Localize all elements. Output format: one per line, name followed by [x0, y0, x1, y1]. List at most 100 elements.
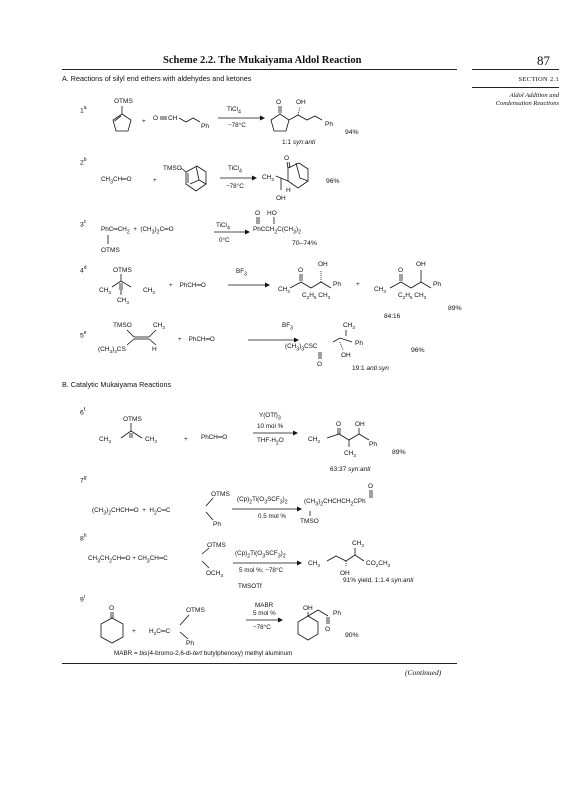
svg-text:O: O [368, 483, 373, 490]
reagent: TiCl4 [228, 165, 242, 175]
svg-text:OTMS: OTMS [114, 98, 133, 105]
svg-text:Ph: Ph [201, 123, 209, 130]
svg-text:CH3: CH3 [262, 174, 274, 182]
conditions: 0°C [219, 237, 230, 244]
svg-text:OH: OH [303, 605, 313, 612]
side-subtitle-2: Condensation Reactions [495, 100, 559, 107]
conditions: 5 mol % [253, 610, 276, 617]
reactant-3: PhC═CH2 + (CH3)2C═O [101, 226, 174, 236]
conditions: 0.5 mol % [258, 513, 286, 520]
temperature: −78°C [253, 624, 271, 631]
yield: 96% [326, 178, 340, 185]
entry-number: 4d [80, 265, 87, 275]
svg-text:CH3: CH3 [343, 322, 355, 330]
entry-number: 2b [80, 157, 87, 167]
svg-text:Ph: Ph [369, 441, 377, 448]
side-rule-2 [472, 87, 559, 88]
product-7: (CH3)2CHCHCH2CPh [304, 498, 366, 508]
svg-text:O: O [336, 421, 341, 428]
svg-text:O: O [298, 267, 303, 274]
svg-text:Ph: Ph [433, 281, 441, 288]
reagent: (Cp)2Ti(O3SCF3)2 [235, 550, 286, 560]
svg-text:(CH3)3CS: (CH3)3CS [98, 346, 126, 354]
svg-text:Ph: Ph [333, 610, 341, 617]
svg-text:CH3: CH3 [153, 322, 165, 330]
section-a-title: A. Reactions of silyl end ethers with al… [62, 74, 252, 83]
svg-text:+: + [356, 281, 360, 288]
svg-text:CH: CH [168, 115, 178, 122]
svg-text:O: O [153, 115, 158, 122]
svg-text:CH3: CH3 [117, 297, 129, 305]
svg-text:Ph: Ph [325, 121, 333, 128]
svg-text:TMSO: TMSO [113, 322, 132, 329]
continued-label: (Continued) [405, 668, 442, 677]
reagent: BF3 [236, 268, 247, 278]
ratio: 19:1 anti:syn [352, 365, 389, 372]
svg-text:OTMS: OTMS [123, 416, 142, 423]
additive: TMSOTf [238, 583, 262, 590]
ratio: 84:16 [384, 313, 401, 320]
svg-text:C2H5 CH3: C2H5 CH3 [302, 292, 331, 300]
svg-text:CH3: CH3 [374, 286, 386, 294]
reagent: TiCl4 [227, 106, 241, 116]
conditions: 5 mol %; −78°C [239, 567, 283, 574]
scheme-title: Scheme 2.2. The Mukaiyama Aldol Reaction [163, 55, 362, 66]
svg-text:CO2CH3: CO2CH3 [366, 560, 391, 568]
svg-text:Ph: Ph [186, 640, 194, 647]
side-rule [472, 69, 559, 70]
side-subtitle-1: Aldol Addition and [509, 92, 559, 99]
yield: 70–74% [292, 240, 317, 247]
side-section: SECTION 2.1 [518, 76, 559, 83]
svg-text:CH3: CH3 [344, 450, 356, 458]
svg-text:+: + [184, 436, 188, 443]
conditions: −78°C [226, 183, 244, 190]
yield: 91% yield, 1:1.4 syn:anti [343, 577, 414, 584]
yield: 96% [411, 347, 425, 354]
svg-text:O: O [109, 605, 114, 612]
yield: 94% [345, 129, 359, 136]
svg-text:C2H5 CH3: C2H5 CH3 [398, 292, 427, 300]
entry-number: 6f [80, 407, 86, 417]
solvent: THF-H2O [257, 437, 284, 447]
svg-text:Ph: Ph [355, 340, 363, 347]
svg-text:OH: OH [341, 352, 351, 359]
bottom-rule [62, 663, 457, 664]
reagent: Y(OTf)3 [259, 412, 281, 422]
reactant-ethanal: CH3CH═O [101, 176, 132, 186]
svg-text:OTMS: OTMS [207, 542, 226, 549]
conditions: 10 mol % [257, 423, 284, 430]
svg-text:CH3: CH3 [143, 287, 155, 295]
svg-text:O: O [317, 361, 322, 368]
reagent: BF3 [282, 322, 293, 332]
svg-text:O: O [255, 210, 260, 217]
svg-text:H: H [152, 346, 157, 353]
svg-text:OTMS: OTMS [186, 607, 205, 614]
svg-text:OH: OH [340, 570, 350, 577]
entry-number: 8h [80, 533, 87, 543]
svg-text:OH: OH [416, 261, 426, 268]
svg-text:CH3: CH3 [308, 436, 320, 444]
ratio: 63:37 syn:anti [330, 466, 371, 473]
svg-text:O: O [325, 626, 330, 633]
entry-number: 9i [80, 594, 85, 604]
product-3: PhCCH2C(CH3)2 [253, 226, 301, 236]
svg-text:CH3: CH3 [99, 287, 111, 295]
svg-text:CH3: CH3 [145, 436, 157, 444]
svg-text:+: + [142, 118, 146, 125]
svg-text:CH3: CH3 [278, 286, 290, 294]
svg-text:OH: OH [296, 99, 306, 106]
